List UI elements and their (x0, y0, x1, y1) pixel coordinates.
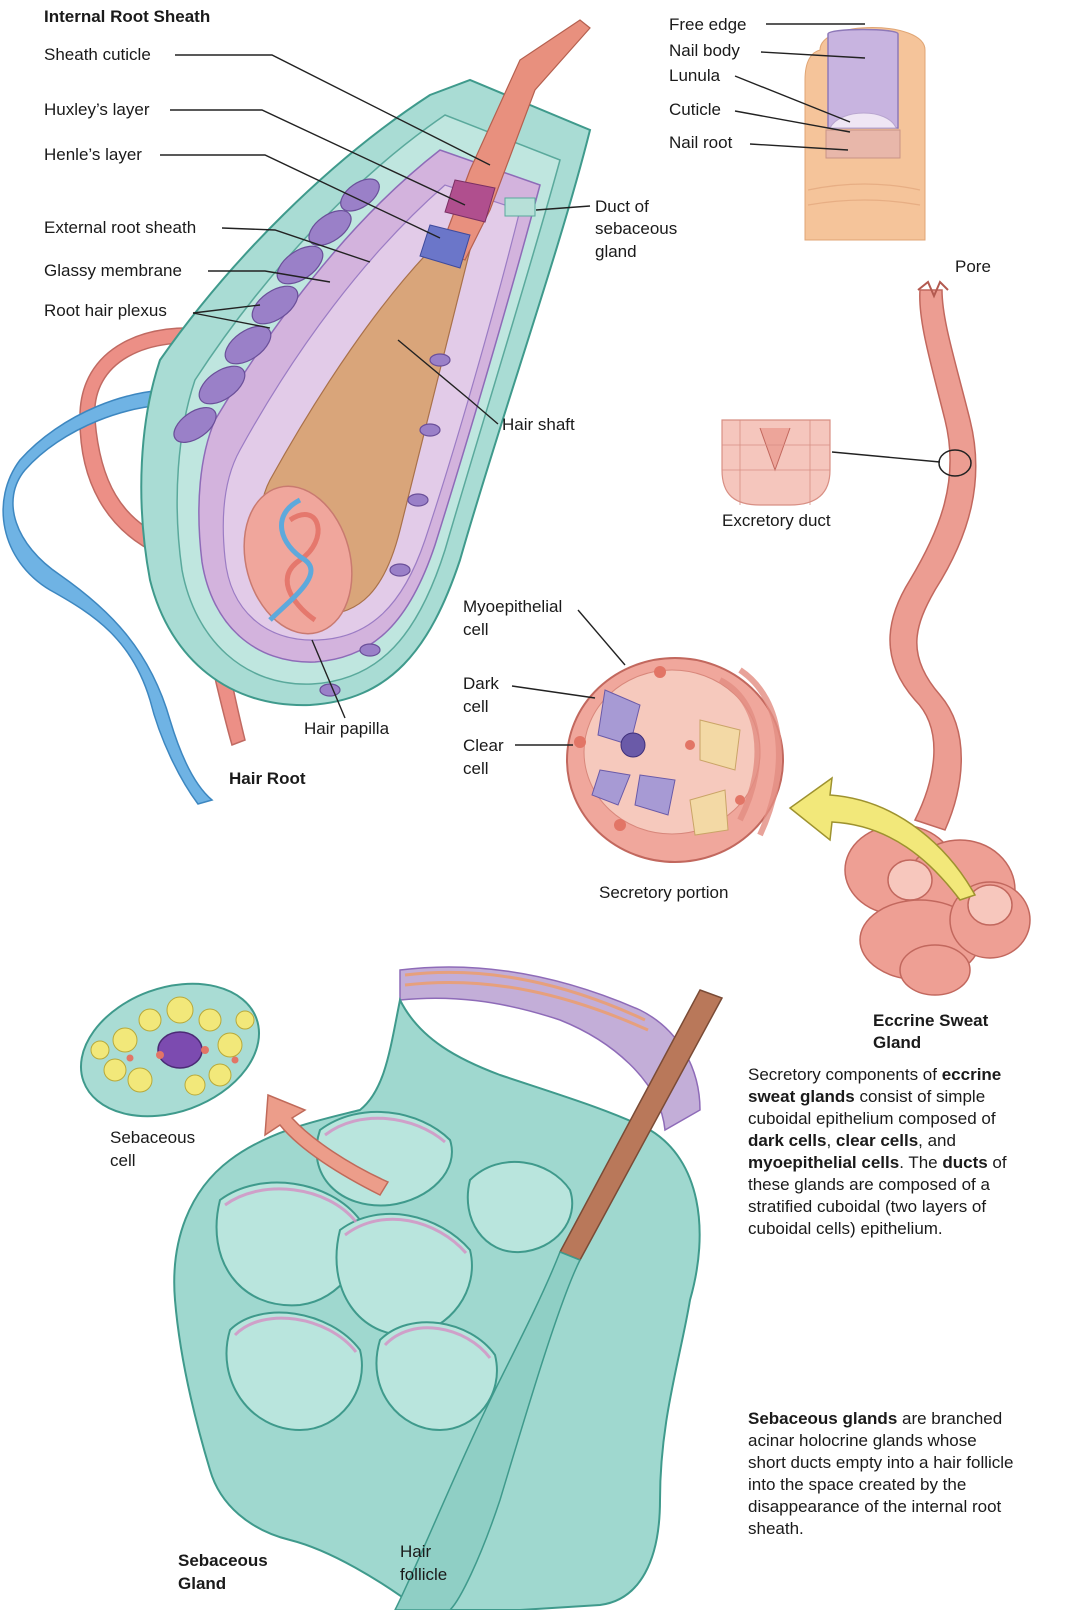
label-hair-follicle-line1: Hair (400, 1541, 431, 1563)
sebaceous-description: Sebaceous glands are branched acinar hol… (748, 1408, 1018, 1540)
eccrine-description: Secretory components of eccrine sweat gl… (748, 1064, 1018, 1240)
label-root-hair-plexus: Root hair plexus (44, 300, 167, 322)
nail-root (826, 130, 900, 158)
label-eccrine-sweat-gland-line1: Eccrine Sweat (873, 1010, 988, 1032)
label-excretory-duct: Excretory duct (722, 510, 831, 532)
label-eccrine-sweat-gland-line2: Gland (873, 1032, 921, 1054)
label-hair-shaft: Hair shaft (502, 414, 575, 436)
label-hair-root: Hair Root (229, 768, 306, 790)
secretory-portion-inset (567, 658, 783, 862)
label-myoepithelial-cell-line1: Myoepithelial (463, 596, 562, 618)
label-huxleys-layer: Huxley’s layer (44, 99, 150, 121)
label-dark-cell-line2: cell (463, 696, 489, 718)
label-hair-follicle-line2: follicle (400, 1564, 447, 1586)
label-sebaceous-cell-line1: Sebaceous (110, 1127, 195, 1149)
sweat-duct (890, 290, 976, 830)
hair-follicle-illustration (3, 20, 590, 804)
excretory-duct-inset (722, 420, 830, 505)
label-pore: Pore (955, 256, 991, 278)
label-secretory-portion: Secretory portion (599, 882, 728, 904)
label-nail-body: Nail body (669, 40, 740, 62)
excretory-leader (832, 452, 940, 462)
label-internal-root-sheath: Internal Root Sheath (44, 6, 210, 28)
label-duct-of-sebaceous-gland-line3: gland (595, 241, 637, 263)
label-sebaceous-gland-line2: Gland (178, 1573, 226, 1595)
label-nail-root: Nail root (669, 132, 732, 154)
label-lunula: Lunula (669, 65, 720, 87)
label-henles-layer: Henle’s layer (44, 144, 142, 166)
label-myoepithelial-cell-line2: cell (463, 619, 489, 641)
label-clear-cell-line2: cell (463, 758, 489, 780)
sebaceous-gland-illustration (62, 960, 722, 1610)
label-glassy-membrane: Glassy membrane (44, 260, 182, 282)
label-duct-of-sebaceous-gland-line1: Duct of (595, 196, 649, 218)
label-external-root-sheath: External root sheath (44, 217, 196, 239)
eccrine-gland-illustration (512, 282, 1030, 995)
label-cuticle: Cuticle (669, 99, 721, 121)
label-sheath-cuticle: Sheath cuticle (44, 44, 151, 66)
label-free-edge: Free edge (669, 14, 747, 36)
sebaceous-duct (505, 198, 535, 216)
label-clear-cell-line1: Clear (463, 735, 504, 757)
sebaceous-cell-inset (62, 960, 277, 1139)
label-hair-papilla: Hair papilla (304, 718, 389, 740)
label-sebaceous-cell-line2: cell (110, 1150, 136, 1172)
label-dark-cell-line1: Dark (463, 673, 499, 695)
fingertip-illustration (805, 28, 925, 241)
label-duct-of-sebaceous-gland-line2: sebaceous (595, 218, 677, 240)
label-sebaceous-gland-line1: Sebaceous (178, 1550, 268, 1572)
